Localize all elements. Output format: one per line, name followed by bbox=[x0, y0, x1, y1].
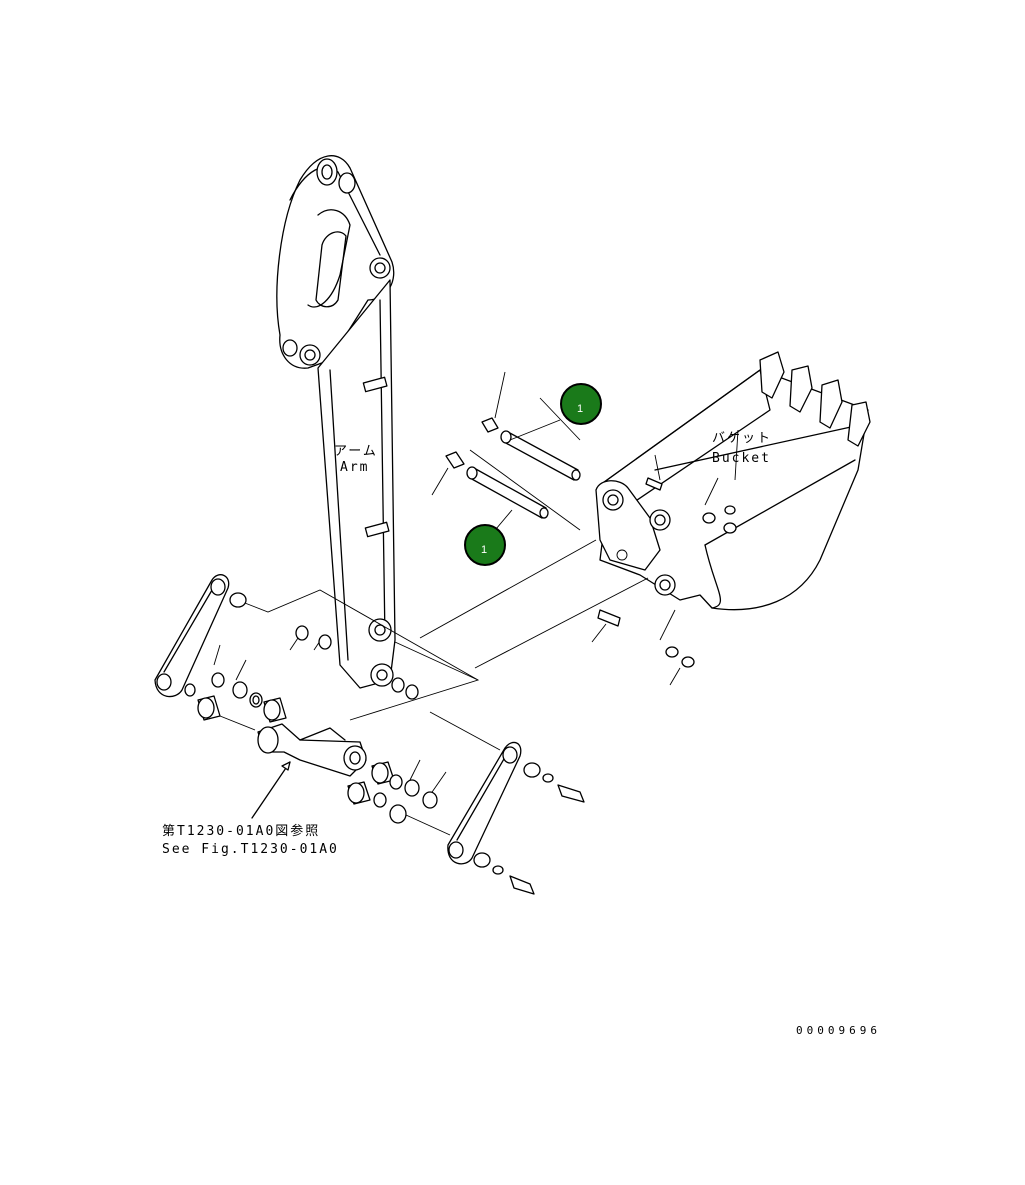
arm-label-en: Arm bbox=[340, 460, 369, 475]
right-link bbox=[447, 741, 522, 865]
bucket-label-jp: バケット bbox=[712, 431, 772, 446]
drawing-code: 00009696 bbox=[796, 1024, 881, 1037]
callout-number: 1 bbox=[577, 403, 583, 415]
bushings-left bbox=[197, 695, 287, 723]
bolt-right-lower bbox=[473, 852, 535, 895]
reference-arrow bbox=[251, 761, 291, 819]
bucket-assembly bbox=[595, 351, 871, 611]
callout-marker-lower-pin[interactable]: 1 bbox=[464, 524, 506, 566]
arrow-head bbox=[281, 761, 291, 771]
arm-label-jp: アーム bbox=[334, 444, 378, 459]
pin-lower[interactable] bbox=[445, 451, 549, 519]
bolt-right-upper bbox=[523, 762, 585, 803]
bucket-label-en: Bucket bbox=[712, 451, 771, 466]
bolt-bucket-lower bbox=[597, 609, 621, 627]
bushings-right bbox=[347, 761, 438, 824]
pin-upper[interactable] bbox=[481, 417, 581, 481]
left-link bbox=[154, 574, 247, 698]
link-assembly bbox=[257, 723, 367, 777]
reference-label-en: See Fig.T1230-01A0 bbox=[162, 842, 339, 857]
bolt-bucket-upper bbox=[645, 477, 663, 491]
arm-assembly bbox=[276, 155, 396, 689]
reference-label-jp: 第T1230-01A0図参照 bbox=[162, 823, 320, 839]
washers-left bbox=[184, 625, 419, 708]
callout-number: 1 bbox=[481, 544, 487, 556]
nuts-bucket bbox=[665, 646, 695, 668]
callout-marker-upper-pin[interactable]: 1 bbox=[560, 383, 602, 425]
